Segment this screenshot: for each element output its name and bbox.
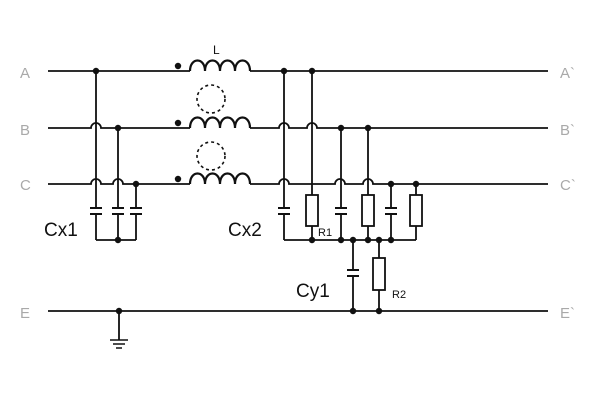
r2-label: R2 bbox=[392, 289, 406, 301]
inductor-polarity-dot-b bbox=[174, 119, 182, 127]
inductor-label: L bbox=[213, 43, 220, 57]
cy1-label: Cy1 bbox=[296, 281, 330, 302]
cx1-capacitor-bank: Cx1 bbox=[44, 67, 142, 244]
inductor-polarity-dot-a bbox=[174, 62, 182, 70]
terminal-e-label: E bbox=[20, 305, 30, 322]
line-c bbox=[48, 172, 548, 185]
ground-icon bbox=[110, 307, 128, 349]
terminal-a-label: A bbox=[20, 65, 30, 82]
terminal-a-out-label: A` bbox=[560, 65, 575, 82]
terminal-e-out-label: E` bbox=[560, 305, 575, 322]
cx2-label: Cx2 bbox=[228, 220, 262, 241]
terminal-c-label: C bbox=[20, 177, 31, 194]
line-a bbox=[48, 59, 548, 72]
choke-core-lower bbox=[196, 141, 226, 171]
common-mode-choke: L bbox=[174, 43, 226, 183]
choke-core-upper bbox=[196, 84, 226, 114]
cx1-label: Cx1 bbox=[44, 220, 78, 241]
cx2-r1-network: Cx2 R1 bbox=[228, 67, 423, 244]
line-b bbox=[48, 116, 548, 129]
inductor-polarity-dot-c bbox=[174, 175, 182, 183]
cy1-r2-network: Cy1 R2 bbox=[296, 240, 406, 315]
terminal-b-out-label: B` bbox=[560, 122, 575, 139]
terminal-b-label: B bbox=[20, 122, 30, 139]
r1-label: R1 bbox=[318, 227, 332, 239]
terminal-c-out-label: C` bbox=[560, 177, 576, 194]
